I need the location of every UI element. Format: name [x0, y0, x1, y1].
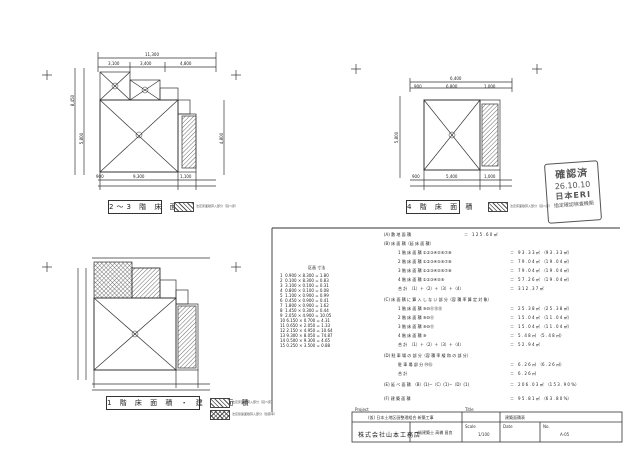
calc-line: 4 階 床 面 積 ⑨＝ 5 . 4 8 ㎡ （5 . 4 8 ㎡）: [398, 333, 564, 338]
calc-line: 3 階 床 面 積 ⑨⑩⑪＝ 1 5 . 0 4 ㎡ （1 1 . 0 4 ㎡）: [398, 324, 572, 329]
tb-project-label: Project: [355, 407, 369, 412]
table-row: 15 0.250 × 3.500 = 0.88: [280, 343, 331, 348]
first-floor-plan-title: 1 階 床 面 積 ・ 建 築 面 積: [106, 396, 248, 410]
calc-line: 合 計 （1）＋（2）＋（3）＋（4）＝ 5 2 . 9 4 ㎡: [398, 342, 540, 347]
fourth-floor-plan-title: 4 階 床 面 積: [406, 200, 472, 214]
table-row: 5 1.100 × 0.900 = 0.99: [280, 293, 329, 298]
dim-upper-left-1: 8,450: [70, 94, 76, 107]
table-row: 8 1.450 × 0.300 = 0.44: [280, 308, 329, 313]
legend-text-1f-floor-area: 法定床面積算入部分（延べ床）: [232, 400, 275, 404]
table-row: 12 2.150 × 4.950 = 10.64: [280, 328, 333, 333]
table-row: 13 9.300 × 8.050 = 74.87: [280, 333, 333, 338]
approval-stamp: 確認済 26.10.10 日本ERI 指定確認検査機関: [543, 160, 603, 224]
plan-first-floor: [77, 257, 210, 391]
table-row: 11 0.650 × 2.050 = 1.33: [280, 323, 331, 328]
calc-line: 合 計＝ 6 . 2 6 ㎡: [398, 371, 536, 376]
legend-swatch-1f-floor-area: [210, 398, 230, 408]
table-row: 7 1.800 × 0.900 = 1.62: [280, 303, 329, 308]
table-row: 9 2.050 × 4.900 = 10.05: [280, 313, 332, 318]
tb-sheet-label: No.: [543, 424, 550, 429]
tb-architect: 一級建築士 高橋 昌良: [414, 430, 453, 435]
tb-company: 株式会社山本工務店: [358, 432, 422, 439]
dim-4f-top-3: 1,000: [484, 84, 496, 89]
legend-swatch-1f-building-area: [210, 410, 230, 420]
dim-upper-bottom-3: 1,100: [180, 174, 192, 179]
dim-table: 1 0.900 × 8.300 = 1.80 2 0.100 × 8.300 =…: [280, 273, 333, 348]
tb-project-name: (仮) 日本土地区画整理組合 新築工事: [368, 415, 434, 420]
calc-line: 1 階 床 面 積 ①②③④⑤⑥⑦⑧＝ 9 3 . 3 3 ㎡ （9 3 . 3…: [398, 250, 572, 255]
dim-4f-left-1: 5,800: [394, 131, 400, 144]
calc-line: 2 階 床 面 積 ⑨⑩⑪＝ 1 5 . 0 4 ㎡ （1 1 . 0 4 ㎡）: [398, 315, 572, 320]
plan-fourth-floor: [399, 78, 513, 190]
calc-line: 2 階 床 面 積 ①②③④⑤⑥⑦⑧＝ 7 9 . 0 4 ㎡ （1 9 . 0…: [398, 259, 572, 264]
area-calculation: (A) 敷 地 面 積＝ 1 2 5 . 6 0 ㎡ (B) 床 面 積（延 床…: [384, 232, 616, 405]
table-row: 6 0.450 × 0.900 = 0.41: [280, 298, 329, 303]
calc-line: (A) 敷 地 面 積＝ 1 2 5 . 6 0 ㎡: [384, 232, 498, 237]
legend-text-4f-floor-area: 法定床面積算入部分（延べ床）: [510, 204, 553, 208]
tb-scale-value: 1/100: [478, 432, 490, 437]
upper-floor-plan-title: 2～3 階 床 面 積: [108, 200, 192, 214]
calc-line: 駐 車 場 部 分 ⑭⑮＝ 6 . 2 6 ㎡ （6 . 2 6 ㎡）: [398, 362, 564, 367]
calc-line: (C) 床 面 積 に 算 入 し な い 部 分（容 積 率 算 定 対 象）: [384, 297, 492, 302]
dim-4f-top-2: 6,800: [446, 84, 458, 89]
legend-swatch-4f-floor-area: [488, 202, 508, 212]
dim-table-header: 区画 寸法: [308, 265, 326, 270]
dim-upper-top-3: 4,800: [180, 61, 192, 66]
dim-upper-bottom-2: 9,300: [133, 174, 145, 179]
dim-upper-top-total: 11,300: [145, 52, 159, 57]
dim-upper-left-2: 5,800: [79, 132, 85, 145]
legend-text-floor-area: 法定床面積算入部分（延べ床）: [196, 204, 239, 208]
dim-upper-bottom-1: 900: [96, 174, 104, 179]
calc-line: (F) 建 築 面 積＝ 9 5 . 8 1 ㎡ （6 3 . 8 0 %）: [384, 396, 572, 401]
dim-4f-bottom-1: 900: [412, 174, 420, 179]
plan-upper-floor: [74, 52, 225, 190]
calc-frame: [271, 227, 620, 412]
tb-date-label: Date: [503, 424, 513, 429]
tb-drawing-label: Title: [465, 407, 474, 412]
legend-swatch-floor-area: [174, 202, 194, 212]
calc-line: 1 階 床 面 積 ⑨⑩⑪⑫⑬＝ 2 5 . 3 8 ㎡ （2 5 . 3 8 …: [398, 306, 572, 311]
dim-4f-bottom-2: 5,400: [446, 174, 458, 179]
dim-upper-top-2: 3,400: [140, 61, 152, 66]
dim-upper-right-1: 4,800: [219, 132, 225, 145]
dim-4f-top-total: 6,400: [450, 76, 462, 81]
tb-scale-label: Scale: [465, 424, 476, 429]
titleblock-frame: [351, 411, 623, 443]
table-row: 3 3.100 × 0.100 = 0.31: [280, 283, 329, 288]
tb-drawing-name: 建築面積表: [505, 415, 525, 420]
calc-line: (D) 駐 車 場 の 部 分（容 積 率 緩 和 の 部 分）: [384, 353, 471, 358]
dim-4f-bottom-3: 1,000: [484, 174, 496, 179]
legend-text-1f-building-area: 法定建築面積算入部分（建蔽率）: [232, 412, 278, 416]
dim-upper-top-1: 3,100: [108, 61, 120, 66]
table-row: 1 0.900 × 8.300 = 1.80: [280, 273, 329, 278]
table-row: 2 0.100 × 8.300 = 0.83: [280, 278, 329, 283]
calc-line: (E) 延 べ 面 積 （B）(1)−（C）(1)−（D）(1)＝ 2 0 6 …: [384, 382, 580, 387]
table-row: 10 6.150 × 0.700 = 4.31: [280, 318, 331, 323]
calc-line: 4 階 床 面 積 ①②③④⑤⑥＝ 5 7 . 2 6 ㎡ （1 9 . 0 4…: [398, 277, 572, 282]
calc-line: 3 階 床 面 積 ①②③④⑤⑥⑦⑧＝ 7 9 . 0 4 ㎡ （1 9 . 0…: [398, 268, 572, 273]
table-row: 4 0.800 × 0.100 = 0.08: [280, 288, 329, 293]
dim-4f-top-1: 900: [414, 84, 422, 89]
calc-line: (B) 床 面 積（延 床 面 積）: [384, 241, 434, 246]
calc-line: 合 計 （1）＋（2）＋（3）＋（4）＝ 3 1 2 . 3 7 ㎡: [398, 286, 544, 291]
tb-sheet-value: A-05: [560, 432, 570, 437]
table-row: 14 0.500 × 9.300 = 4.65: [280, 338, 331, 343]
